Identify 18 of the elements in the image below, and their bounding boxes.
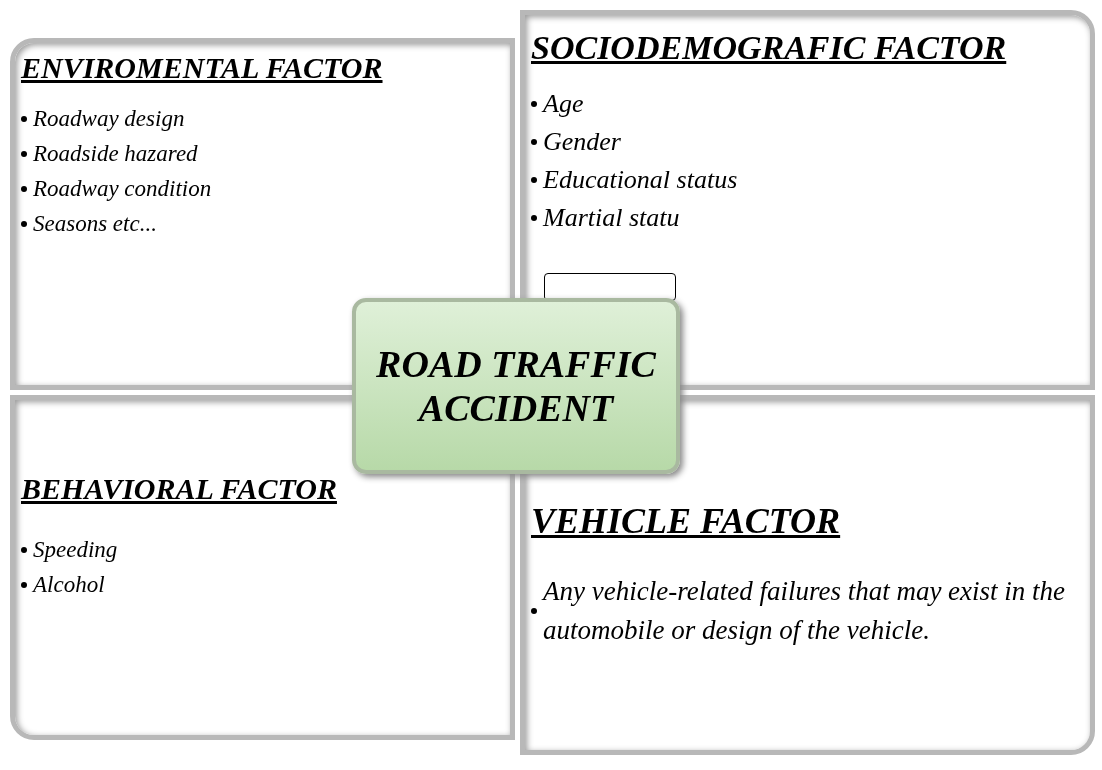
section-heading: VEHICLE FACTOR xyxy=(531,500,841,542)
bullet-text: Seasons etc... xyxy=(33,210,157,238)
bullet-text: Roadway design xyxy=(33,105,185,133)
bullet-text: Gender xyxy=(543,126,621,158)
bullet-text: Age xyxy=(543,88,584,120)
bullet-text: Martial statu xyxy=(543,202,680,234)
bullet-text: Speeding xyxy=(33,536,118,564)
bullet-text: Roadway condition xyxy=(33,175,212,203)
bullet-text: Educational status xyxy=(543,164,738,196)
bullet-text: Alcohol xyxy=(33,571,105,599)
empty-box xyxy=(544,273,676,301)
center-box xyxy=(352,298,680,474)
center-title: ROAD TRAFFIC ACCIDENT xyxy=(375,342,657,430)
section-heading: BEHAVIORAL FACTOR xyxy=(21,472,337,506)
bullet-text: Any vehicle-related failures that may exist in the automobile or design of the vehicle. xyxy=(543,575,1067,647)
section-heading: SOCIODEMOGRAFIC FACTOR xyxy=(531,29,1007,67)
bullet-text: Roadside hazared xyxy=(33,140,198,168)
section-heading: ENVIROMENTAL FACTOR xyxy=(21,51,383,85)
